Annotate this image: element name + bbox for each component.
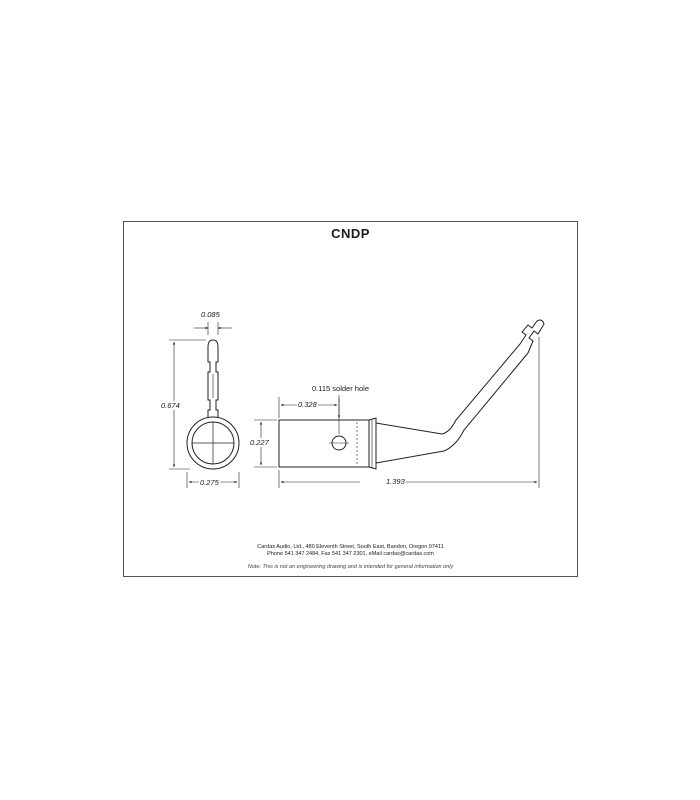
side-view <box>186 339 240 470</box>
barrel <box>278 419 370 468</box>
label-overall-height: 0.674 <box>160 401 181 410</box>
drawing-title: CNDP <box>331 226 370 241</box>
technical-drawing <box>169 319 545 488</box>
footer-note: Note: This is not an engineering drawing… <box>247 564 454 570</box>
stem-outline <box>207 339 219 417</box>
label-solder-hole: 0.115 solder hole <box>311 384 370 393</box>
top-view <box>278 319 545 470</box>
drawing-sheet: CNDP 0.085 0.674 0.275 0.115 solder hole… <box>123 221 578 577</box>
label-barrel-diameter: 0.227 <box>249 438 270 447</box>
taper <box>375 422 445 464</box>
label-slot-width: 0.085 <box>200 310 221 319</box>
footer-contact: Phone 541 347 2484, Fax 541 347 2301, eM… <box>267 551 434 557</box>
footer-address: Cardas Audio, Ltd., 480 Eleventh Street,… <box>257 544 444 550</box>
pin-tip <box>519 319 545 354</box>
label-barrel-length: 0.328 <box>297 400 318 409</box>
pin <box>441 343 529 452</box>
flange <box>368 417 377 470</box>
label-ring-diameter: 0.275 <box>199 478 220 487</box>
label-overall-length: 1.393 <box>385 477 406 486</box>
ring-outer <box>186 416 240 470</box>
